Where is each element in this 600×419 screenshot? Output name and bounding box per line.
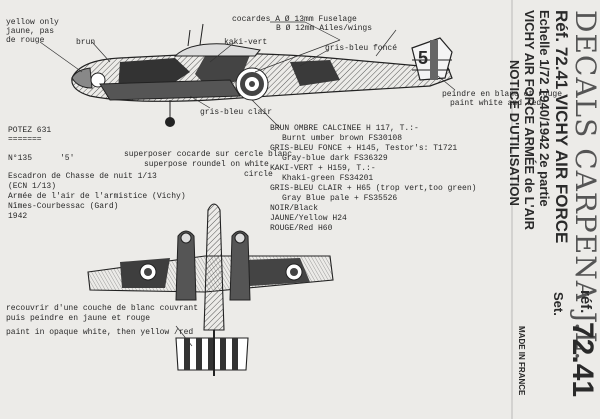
color-line: GRIS-BLEU CLAIR + H65 (trop vert,too gre…	[270, 184, 477, 193]
color-line: Gray-blue dark FS36329	[282, 154, 388, 163]
fuselage-code-5: 5	[418, 48, 429, 68]
label-brun: brun	[76, 38, 96, 47]
label-kaki-vert: kaki-vert	[224, 38, 268, 47]
label-cocardes: cocardes A Ø 13mm Fuselage B Ø 12mm Aile…	[232, 15, 373, 33]
aircraft-code: '5'	[60, 154, 75, 163]
leader-line-tail	[175, 325, 193, 347]
top-view-aircraft	[87, 203, 334, 376]
echelle-line: Echelle 1/72 1940/1942 2e partie	[537, 10, 552, 207]
color-line: ROUGE/Red H60	[270, 224, 333, 233]
color-line: Gray Blue pale + FS35526	[282, 194, 398, 203]
potez-title: POTEZ 631	[8, 126, 52, 135]
side-view-aircraft	[71, 23, 453, 127]
color-line: Burnt umber brown FS30108	[282, 134, 403, 143]
label-superposer: superposer cocarde sur cercle blanc supe…	[124, 150, 293, 179]
label-gris-bleu-clair: gris-bleu clair	[200, 108, 273, 117]
color-line: NOIR/Black	[270, 204, 319, 213]
escadron-block: Escadron de Chasse de nuit 1/13 (ECN 1/1…	[8, 172, 186, 221]
armee-line: VICHY AIR FORCE ARMÉE de L'AIR	[522, 10, 537, 231]
color-line: BRUN OMBRE CALCINEE H 117, T.:-	[270, 124, 419, 133]
ref-small-label: réf.	[577, 290, 594, 314]
color-line: GRIS-BLEU FONCE + H145, Testor's: T1721	[270, 144, 458, 153]
label-yellow-only: yellow only jaune, pas de rouge	[6, 18, 59, 45]
colors-list: BRUN OMBRE CALCINEE H 117, T.:- Burnt um…	[270, 124, 476, 234]
color-line: Khaki-green FS34201	[282, 174, 374, 183]
color-line: JAUNE/Yellow H24	[270, 214, 347, 223]
ref-title: Réf. 72.41 VICHY AIR FORCE	[552, 10, 571, 244]
label-recouvrir: recouvrir d'une couche de blanc couvrant…	[6, 304, 199, 323]
label-gris-bleu-fonce: gris-bleu foncé	[325, 44, 398, 53]
aircraft-number: N°135	[8, 154, 33, 163]
potez-underline: =======	[8, 135, 42, 144]
label-paint-opaque: paint in opaque white, then yellow /red	[6, 328, 194, 337]
notice-line: NOTICE D'UTILISATION	[507, 60, 522, 206]
set-label: Set.	[551, 292, 566, 316]
ref-number-big: 72.41	[566, 322, 599, 398]
leader-lines	[39, 21, 456, 129]
label-peindre: peindre en blanc et rouge paint white an…	[442, 90, 563, 108]
made-in-france: MADE IN FRANCE	[517, 326, 526, 396]
color-line: KAKI-VERT + H159, T.:-	[270, 164, 376, 173]
